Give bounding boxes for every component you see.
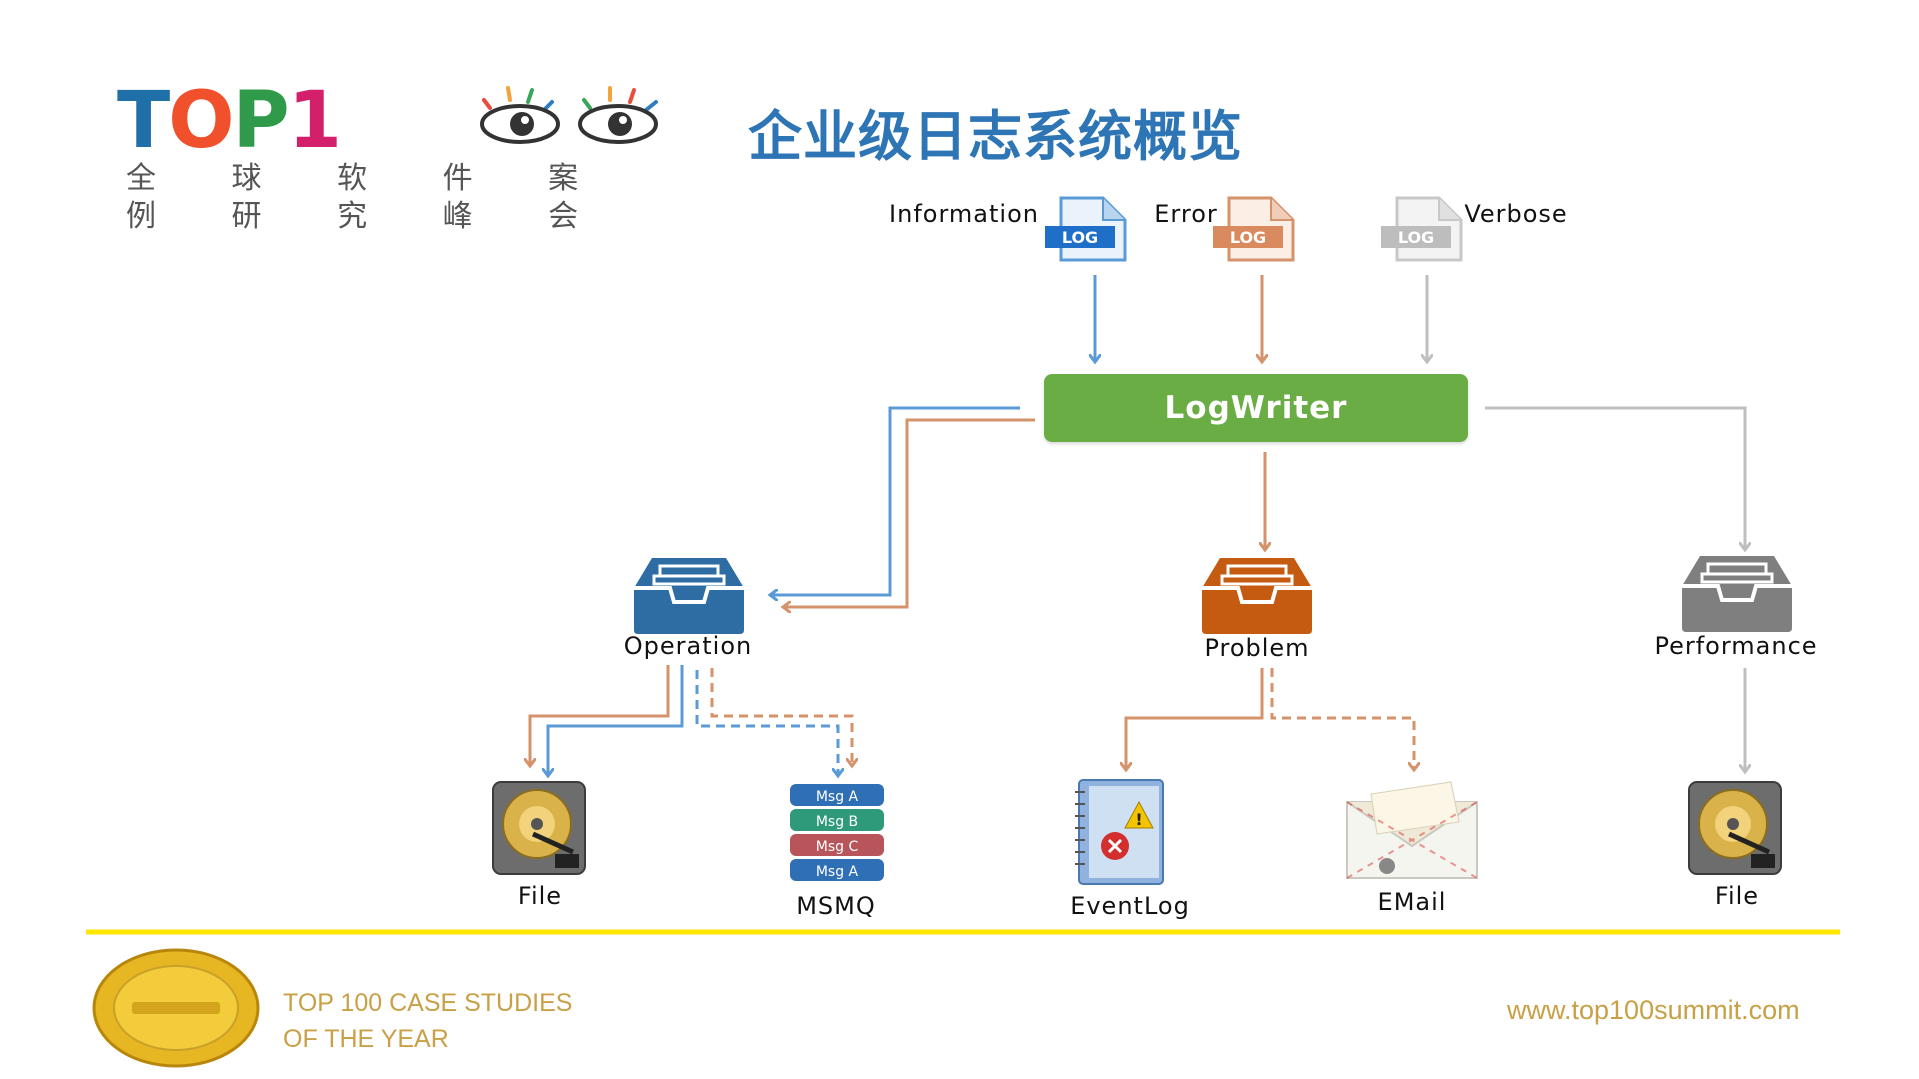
- logo-wordmark: TOP1: [117, 76, 342, 166]
- error-label: Error: [1154, 200, 1218, 228]
- performance-label: Performance: [1654, 632, 1818, 660]
- op-file-blue: [548, 665, 684, 774]
- operation-blue-connector: [772, 406, 1020, 595]
- svg-text:Msg A: Msg A: [816, 789, 859, 805]
- svg-text:LOG: LOG: [1398, 228, 1434, 247]
- file-right-label: File: [1714, 882, 1760, 910]
- inbox-tray-icon: [1202, 558, 1312, 634]
- information-label: Information: [889, 200, 1039, 228]
- op-file-orange: [530, 665, 670, 764]
- svg-text:!: !: [1135, 810, 1142, 829]
- svg-text:Msg B: Msg B: [816, 814, 858, 830]
- op-msmq-orange: [710, 668, 852, 764]
- operation-label: Operation: [623, 632, 753, 660]
- hard-drive-icon: [492, 781, 586, 875]
- verbose-label: Verbose: [1464, 200, 1568, 228]
- svg-text:LOG: LOG: [1062, 228, 1098, 247]
- log-file-icon: LOG: [1213, 196, 1295, 262]
- inbox-tray-icon: [634, 558, 744, 634]
- svg-text:LOG: LOG: [1230, 228, 1266, 247]
- page-title: 企业级日志系统概览: [748, 105, 1243, 168]
- msmq-label: MSMQ: [796, 892, 876, 920]
- email-label: EMail: [1377, 888, 1447, 916]
- gold-seal-icon: [92, 948, 260, 1068]
- file-left-label: File: [517, 882, 563, 910]
- problem-email: [1270, 668, 1414, 768]
- performance-connector: [1485, 406, 1745, 548]
- footer-tagline: TOP 100 CASE STUDIES OF THE YEAR: [283, 985, 572, 1057]
- svg-text:Msg A: Msg A: [816, 864, 859, 880]
- eyes-logo-icon: [480, 86, 658, 144]
- inbox-tray-icon: [1682, 556, 1792, 632]
- message-queue-icon: Msg A Msg B Msg C Msg A: [790, 784, 884, 881]
- envelope-icon: [1346, 781, 1478, 879]
- footer-url[interactable]: www.top100summit.com: [1507, 995, 1800, 1025]
- op-msmq-blue: [695, 670, 838, 774]
- eventlog-label: EventLog: [1070, 892, 1190, 920]
- svg-text:Msg C: Msg C: [816, 839, 859, 855]
- operation-orange-connector: [785, 418, 1035, 607]
- hard-drive-icon: [1688, 781, 1782, 875]
- footer-line-1: TOP 100 CASE STUDIES: [283, 989, 573, 1017]
- problem-eventlog: [1126, 668, 1264, 768]
- event-log-book-icon: !: [1075, 779, 1164, 885]
- logo-subtitle: 全 球 软 件 案 例 研 究 峰 会: [126, 161, 612, 234]
- log-file-icon: LOG: [1381, 196, 1463, 262]
- logwriter-node: LogWriter: [1044, 374, 1468, 442]
- footer-line-2: OF THE YEAR: [283, 1025, 449, 1053]
- problem-label: Problem: [1204, 634, 1310, 662]
- log-file-icon: LOG: [1045, 196, 1127, 262]
